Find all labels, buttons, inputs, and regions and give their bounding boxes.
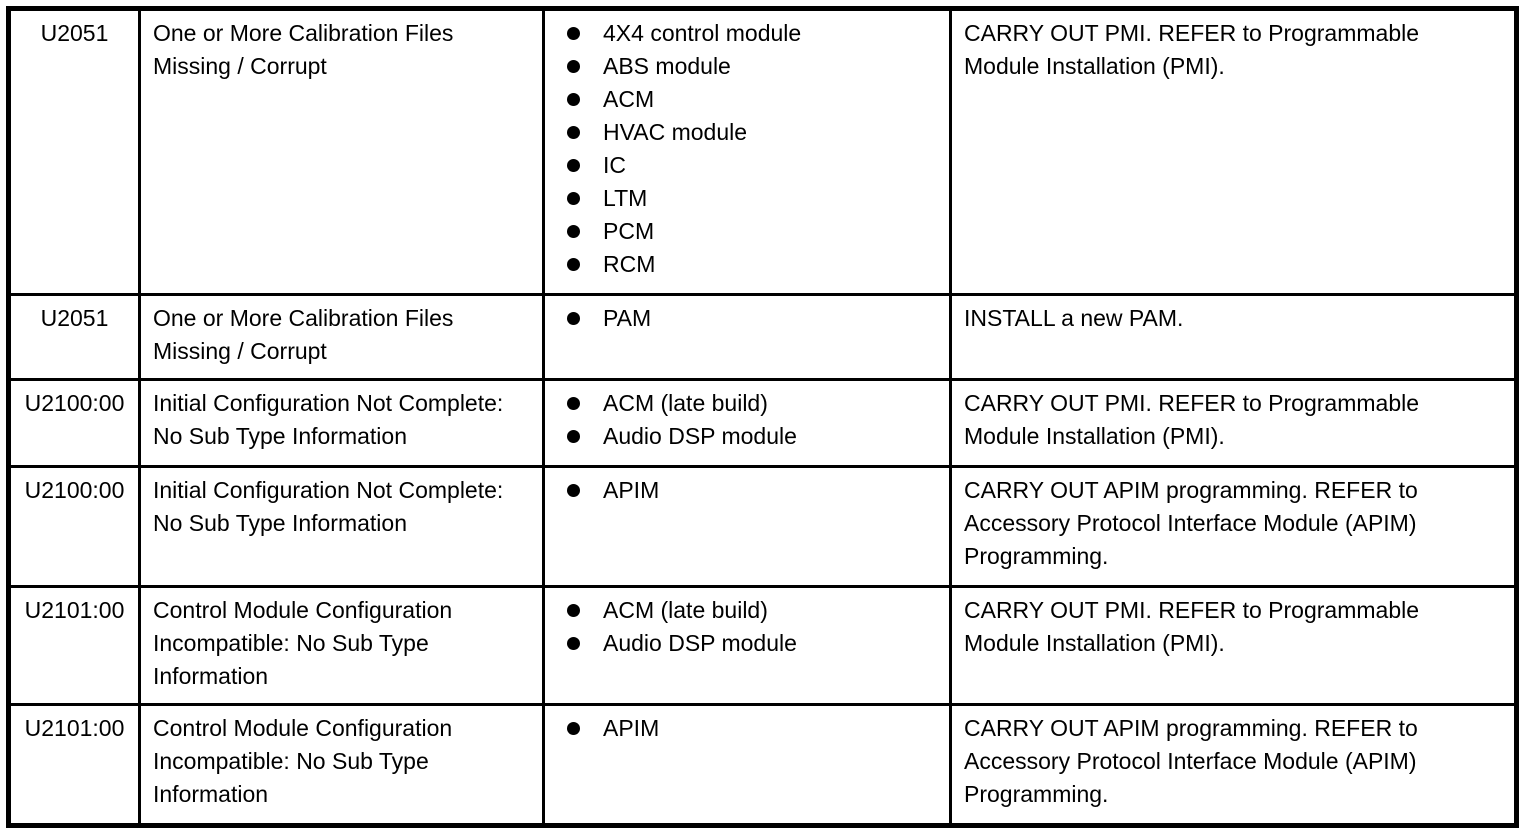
module-label: Audio DSP module xyxy=(603,630,797,656)
modules-cell: APIM xyxy=(542,703,952,827)
module-list-item: Audio DSP module xyxy=(567,420,939,453)
module-label: IC xyxy=(603,152,626,178)
bullet-icon xyxy=(567,60,580,73)
module-label: LTM xyxy=(603,185,648,211)
module-list-item: 4X4 control module xyxy=(567,17,939,50)
module-label: APIM xyxy=(603,715,660,741)
action-cell: CARRY OUT PMI. REFER to Programmable Mod… xyxy=(949,585,1518,706)
module-label: ACM xyxy=(603,86,655,112)
description-cell: Control Module Configuration Incompatibl… xyxy=(138,585,545,706)
bullet-icon xyxy=(567,192,580,205)
bullet-icon xyxy=(567,430,580,443)
module-list-item: HVAC module xyxy=(567,116,939,149)
bullet-icon xyxy=(567,225,580,238)
dtc-code-cell: U2051 xyxy=(7,293,141,381)
module-list-item: ACM xyxy=(567,83,939,116)
dtc-code-cell: U2051 xyxy=(7,7,141,296)
dtc-code-cell: U2101:00 xyxy=(7,585,141,706)
module-list-item: ACM (late build) xyxy=(567,594,939,627)
dtc-code-cell: U2100:00 xyxy=(7,378,141,468)
module-list-item: ABS module xyxy=(567,50,939,83)
description-cell: Initial Configuration Not Complete: No S… xyxy=(138,465,545,588)
module-label: ABS module xyxy=(603,53,731,79)
module-list-item: PAM xyxy=(567,302,939,335)
description-cell: Initial Configuration Not Complete: No S… xyxy=(138,378,545,468)
module-list-item: LTM xyxy=(567,182,939,215)
module-list-item: PCM xyxy=(567,215,939,248)
module-label: PCM xyxy=(603,218,655,244)
bullet-icon xyxy=(567,484,580,497)
bullet-icon xyxy=(567,126,580,139)
modules-cell: APIM xyxy=(542,465,952,588)
module-label: RCM xyxy=(603,251,656,277)
action-cell: INSTALL a new PAM. xyxy=(949,293,1518,381)
action-cell: CARRY OUT APIM programming. REFER to Acc… xyxy=(949,703,1518,827)
module-list-item: RCM xyxy=(567,248,939,281)
description-cell: One or More Calibration Files Missing / … xyxy=(138,7,545,296)
module-label: PAM xyxy=(603,305,652,331)
module-label: APIM xyxy=(603,477,660,503)
action-cell: CARRY OUT PMI. REFER to Programmable Mod… xyxy=(949,378,1518,468)
action-cell: CARRY OUT APIM programming. REFER to Acc… xyxy=(949,465,1518,588)
module-label: HVAC module xyxy=(603,119,748,145)
action-cell: CARRY OUT PMI. REFER to Programmable Mod… xyxy=(949,7,1518,296)
module-list-item: Audio DSP module xyxy=(567,627,939,660)
modules-cell: ACM (late build) Audio DSP module xyxy=(542,378,952,468)
bullet-icon xyxy=(567,637,580,650)
module-label: Audio DSP module xyxy=(603,423,797,449)
bullet-icon xyxy=(567,312,580,325)
module-list-item: APIM xyxy=(567,474,939,507)
module-list-item: ACM (late build) xyxy=(567,387,939,420)
bullet-icon xyxy=(567,258,580,271)
bullet-icon xyxy=(567,159,580,172)
module-label: ACM (late build) xyxy=(603,390,768,416)
dtc-code-cell: U2100:00 xyxy=(7,465,141,588)
dtc-code-cell: U2101:00 xyxy=(7,703,141,827)
description-cell: Control Module Configuration Incompatibl… xyxy=(138,703,545,827)
module-list-item: APIM xyxy=(567,712,939,745)
module-label: 4X4 control module xyxy=(603,20,802,46)
modules-cell: PAM xyxy=(542,293,952,381)
bullet-icon xyxy=(567,722,580,735)
bullet-icon xyxy=(567,604,580,617)
module-label: ACM (late build) xyxy=(603,597,768,623)
module-list-item: IC xyxy=(567,149,939,182)
bullet-icon xyxy=(567,397,580,410)
modules-cell: ACM (late build) Audio DSP module xyxy=(542,585,952,706)
bullet-icon xyxy=(567,27,580,40)
bullet-icon xyxy=(567,93,580,106)
description-cell: One or More Calibration Files Missing / … xyxy=(138,293,545,381)
